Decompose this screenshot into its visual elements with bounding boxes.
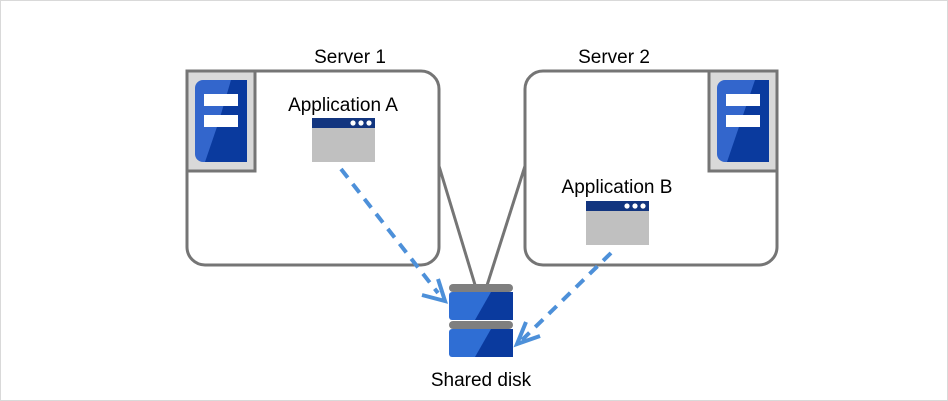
access-arrow-app-a (339, 167, 449, 304)
connector-server2-to-disk (481, 165, 527, 299)
server1-title: Server 1 (314, 47, 386, 68)
disk-platter-lower-dark (475, 329, 513, 357)
access-arrow-app-b-head (513, 321, 541, 348)
shared-disk-label: Shared disk (431, 370, 532, 391)
access-arrows (339, 167, 613, 348)
application-b-label: Application B (562, 177, 673, 198)
disk-platter-upper (449, 292, 513, 320)
server-icon-bar-top (726, 94, 760, 106)
server-icon-bar-bottom (204, 115, 238, 127)
app-window-titlebar (586, 201, 649, 211)
connector-server1-to-disk (437, 165, 481, 299)
app-window-dot-2 (632, 203, 638, 209)
server1-group[interactable] (185, 69, 441, 267)
application-a-window-icon[interactable] (312, 118, 375, 162)
server-icon (717, 80, 769, 162)
server-icon-bar-top (204, 94, 238, 106)
disk-platter-lower (449, 329, 513, 357)
app-window-dot-1 (624, 203, 630, 209)
app-window-titlebar (312, 118, 375, 128)
server2-group[interactable] (523, 69, 779, 267)
server2-title: Server 2 (578, 47, 650, 68)
application-a-label: Application A (288, 95, 398, 116)
connector-lines (437, 165, 527, 299)
disk-bar-top (449, 284, 513, 292)
app-window-dot-1 (350, 120, 356, 126)
server-icon (195, 80, 247, 162)
app-window-dot-3 (640, 203, 646, 209)
disk-platter-upper-dark (475, 292, 513, 320)
access-arrow-app-a-head (421, 278, 449, 304)
app-window-dot-2 (358, 120, 364, 126)
application-b-window-icon[interactable] (586, 201, 649, 245)
access-arrow-app-b-line (520, 251, 613, 342)
access-arrow-app-b (513, 251, 613, 348)
shared-disk-icon[interactable] (449, 284, 513, 357)
app-window-dot-3 (366, 120, 372, 126)
disk-bar-middle (449, 321, 513, 329)
access-arrow-app-a-line (339, 167, 440, 295)
server-icon-bar-bottom (726, 115, 760, 127)
